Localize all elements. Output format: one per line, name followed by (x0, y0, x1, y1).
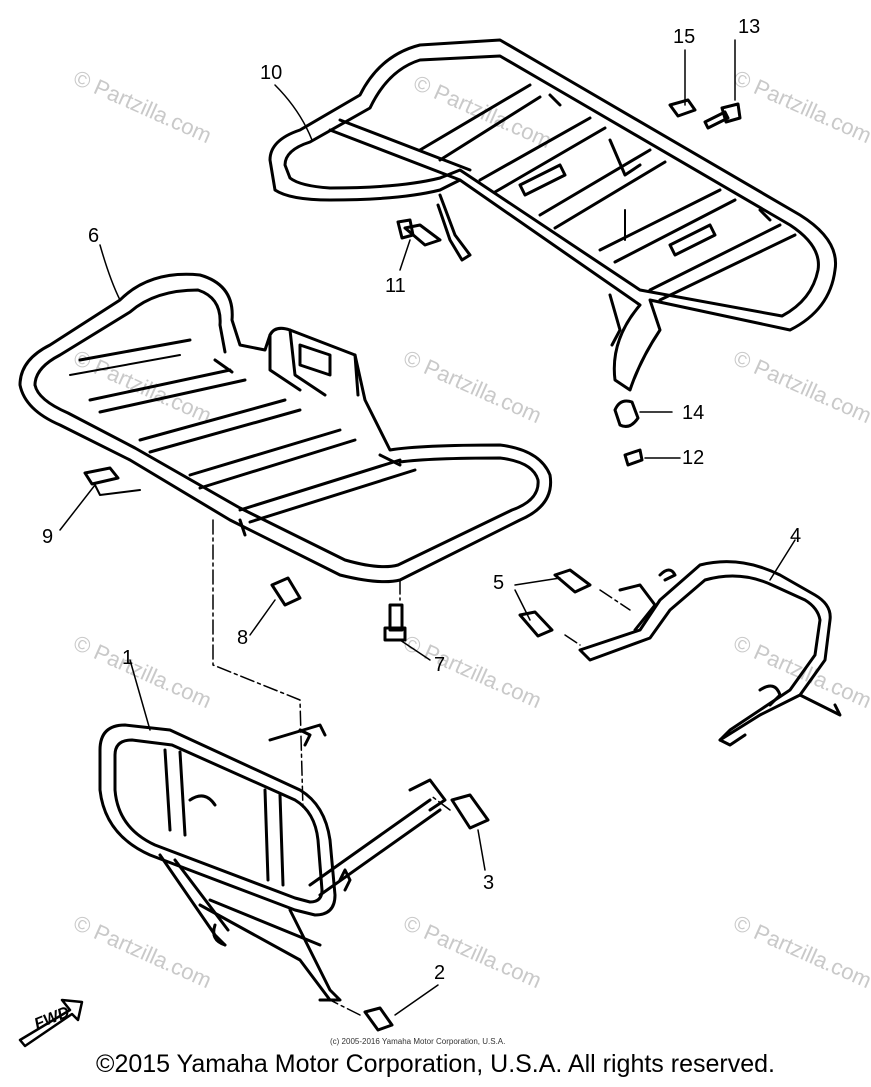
front-carrier (18, 272, 553, 584)
label-9 (83, 466, 141, 496)
callout-7: 7 (434, 654, 446, 676)
bolt-8 (270, 576, 302, 607)
label-15 (668, 98, 697, 118)
callout-10: 10 (260, 62, 283, 84)
callout-8: 8 (237, 627, 249, 649)
fwd-arrow (18, 998, 84, 1048)
callout-11: 11 (385, 275, 406, 297)
callout-4: 4 (790, 525, 802, 547)
callout-15: 15 (673, 26, 696, 48)
callout-3: 3 (483, 872, 495, 894)
callout-9: 9 (42, 526, 54, 548)
bolt-2 (363, 1006, 394, 1032)
assembly-lines (212, 519, 631, 1016)
callout-6: 6 (88, 225, 100, 247)
callout-12: 12 (682, 447, 705, 469)
small-copyright: (c) 2005-2016 Yamaha Motor Corporation, … (330, 1037, 506, 1046)
bolt-11 (396, 218, 442, 247)
bracket-14 (613, 399, 640, 428)
bolt-13 (703, 102, 742, 130)
bolt-7 (383, 603, 407, 642)
callout-5: 5 (493, 572, 505, 594)
callout-2: 2 (434, 962, 446, 984)
nut-12 (623, 448, 644, 467)
copyright-notice: ©2015 Yamaha Motor Corporation, U.S.A. A… (96, 1050, 775, 1078)
callout-1: 1 (122, 647, 134, 669)
bolt-5 (518, 568, 592, 638)
callout-13: 13 (738, 16, 761, 38)
bolt-3 (450, 793, 490, 830)
front-guard (98, 723, 447, 1002)
rear-carrier (268, 38, 838, 392)
rear-guard (578, 560, 842, 747)
leader-lines (59, 39, 796, 1016)
callout-14: 14 (682, 402, 705, 424)
